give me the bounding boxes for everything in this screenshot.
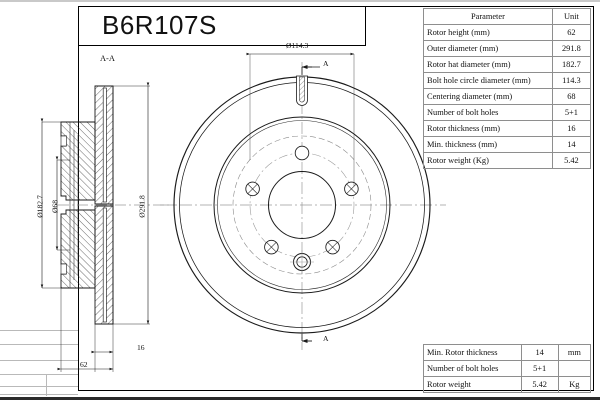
param-label: Outer diameter (mm) xyxy=(423,40,553,57)
param-value: 5+1 xyxy=(551,104,592,121)
summary-label: Min. Rotor thickness xyxy=(423,344,522,361)
table-row: Rotor thickness (mm) 16 xyxy=(423,120,592,137)
table-header-row: Parameter Unit xyxy=(423,8,592,25)
header-unit: Unit xyxy=(551,8,592,25)
param-value: 291.8 xyxy=(551,40,592,57)
section-mark-top: A xyxy=(323,59,329,68)
dim-outer-diameter: Ø291.8 xyxy=(137,195,147,218)
summary-label: Rotor weight xyxy=(423,376,522,393)
param-label: Rotor hat diameter (mm) xyxy=(423,56,553,73)
margin-table xyxy=(0,330,78,396)
table-row: Rotor height (mm) 62 xyxy=(423,24,592,41)
table-row: Rotor hat diameter (mm) 182.7 xyxy=(423,56,592,73)
param-value: 62 xyxy=(551,24,592,41)
part-number-label: B6R107S xyxy=(102,10,217,40)
table-row: Rotor weight (Kg) 5.42 xyxy=(423,152,592,169)
param-value: 5.42 xyxy=(551,152,592,169)
summary-table: Min. Rotor thickness 14 mm Number of bol… xyxy=(423,344,592,393)
section-mark-bottom: A xyxy=(323,334,329,343)
param-value: 14 xyxy=(551,136,592,153)
summary-value: 14 xyxy=(520,344,559,361)
param-label: Rotor height (mm) xyxy=(423,24,553,41)
header-parameter: Parameter xyxy=(423,8,553,25)
table-row: Min. Rotor thickness 14 mm xyxy=(423,344,592,361)
param-label: Bolt hole circle diameter (mm) xyxy=(423,72,553,89)
param-value: 114.3 xyxy=(551,72,592,89)
table-row: Centering diameter (mm) 68 xyxy=(423,88,592,105)
summary-value: 5+1 xyxy=(520,360,559,377)
summary-unit: Kg xyxy=(557,376,592,393)
table-row: Min. thickness (mm) 14 xyxy=(423,136,592,153)
param-label: Centering diameter (mm) xyxy=(423,88,553,105)
param-value: 68 xyxy=(551,88,592,105)
param-value: 182.7 xyxy=(551,56,592,73)
param-label: Rotor weight (Kg) xyxy=(423,152,553,169)
dim-hat-diameter: Ø182.7 xyxy=(35,195,45,218)
summary-value: 5.42 xyxy=(520,376,559,393)
table-row: Outer diameter (mm) 291.8 xyxy=(423,40,592,57)
parameter-table: Parameter Unit Rotor height (mm) 62 Oute… xyxy=(423,8,592,169)
table-row: Rotor weight 5.42 Kg xyxy=(423,376,592,393)
dim-height: 62 xyxy=(80,360,88,369)
param-value: 16 xyxy=(551,120,592,137)
dim-centering-diameter: Ø68 xyxy=(50,199,60,214)
table-row: Number of bolt holes 5+1 xyxy=(423,360,592,377)
table-row: Number of bolt holes 5+1 xyxy=(423,104,592,121)
param-label: Rotor thickness (mm) xyxy=(423,120,553,137)
section-view-label: A-A xyxy=(100,54,115,63)
dim-thickness: 16 xyxy=(137,343,145,352)
param-label: Number of bolt holes xyxy=(423,104,553,121)
dim-bolt-circle: Ø114.3 xyxy=(286,41,309,50)
table-row: Bolt hole circle diameter (mm) 114.3 xyxy=(423,72,592,89)
summary-unit xyxy=(557,360,592,377)
param-label: Min. thickness (mm) xyxy=(423,136,553,153)
summary-unit: mm xyxy=(557,344,592,361)
title-block: B6R107S xyxy=(78,6,366,46)
summary-label: Number of bolt holes xyxy=(423,360,522,377)
